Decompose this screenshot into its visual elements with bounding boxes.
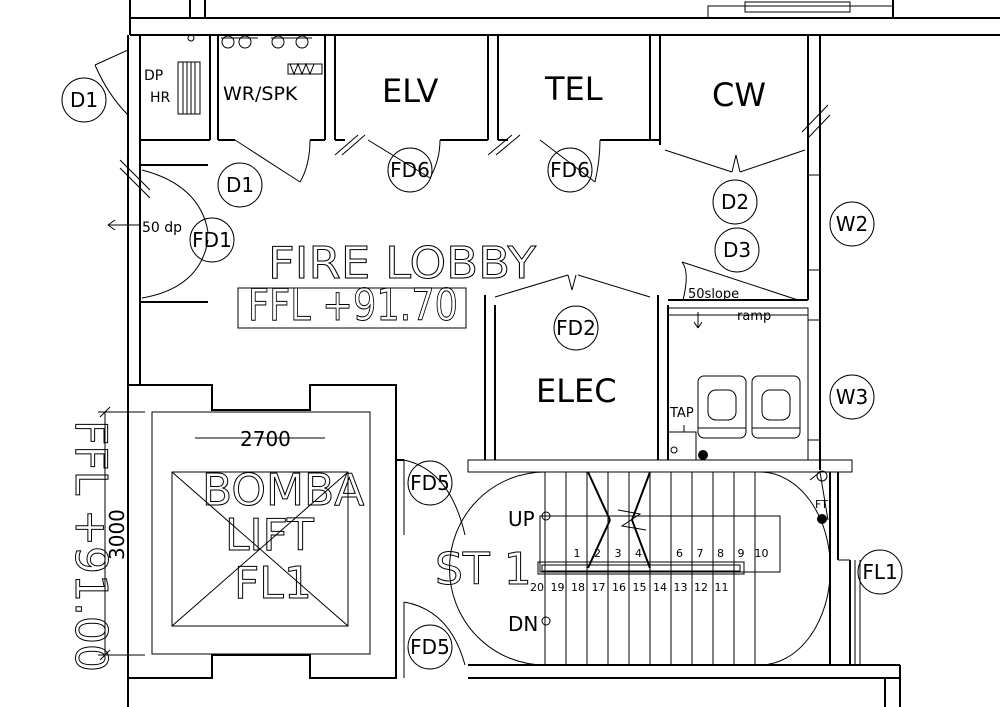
ramp-note: ramp	[737, 309, 771, 324]
wr-spk-label: WR/SPK	[223, 83, 298, 105]
lift-width-dim: 2700	[240, 427, 291, 451]
tag-circle-d1-top	[61, 77, 107, 123]
utility-room	[667, 307, 809, 461]
step-number: 12	[694, 581, 708, 594]
tel-room	[487, 35, 660, 183]
lift-name-line3: FL1	[234, 558, 312, 609]
ffl-box	[237, 287, 467, 329]
tag-fd5-bottom: FD5	[410, 635, 450, 659]
tag-circle-w2	[829, 201, 875, 247]
elec-label: ELEC	[536, 372, 617, 410]
lift-depth-dim: 3000	[105, 509, 129, 560]
tag-fd5-top: FD5	[410, 471, 450, 495]
tag-d1-lobby: D1	[226, 173, 254, 197]
tag-circle-fl1	[857, 549, 903, 595]
top-walls	[129, 0, 1000, 36]
step-number: 8	[717, 547, 724, 560]
tag-w3: W3	[836, 385, 869, 409]
wr-spk-room	[218, 35, 326, 183]
hr-label: HR	[150, 90, 171, 106]
step-number: 1	[574, 547, 581, 560]
step-number: 16	[612, 581, 626, 594]
step-number: 6	[676, 547, 683, 560]
tag-circle-w3	[829, 374, 875, 420]
cw-label: CW	[712, 76, 766, 114]
step-number: 15	[633, 581, 647, 594]
step-number: 20	[530, 581, 544, 594]
tag-w2: W2	[836, 212, 869, 236]
step-number: 2	[594, 547, 601, 560]
stair-dn-label: DN	[508, 612, 538, 636]
tag-fd6-elv: FD6	[390, 158, 430, 182]
tag-circle-d1-lobby	[217, 162, 263, 208]
step-number: 11	[715, 581, 729, 594]
tag-fd6-tel: FD6	[550, 158, 590, 182]
tag-fd2: FD2	[556, 316, 596, 340]
tag-d2: D2	[721, 190, 749, 214]
step-number: 13	[674, 581, 688, 594]
stair-up-label: UP	[508, 507, 535, 531]
tag-fd1: FD1	[192, 228, 232, 252]
tag-circle-fd1	[189, 217, 235, 263]
step-number: 18	[571, 581, 585, 594]
step-number: 17	[592, 581, 606, 594]
elec-room	[484, 274, 669, 460]
tag-circle-fd6-elv	[387, 147, 433, 193]
elv-label: ELV	[382, 72, 439, 110]
fd5-doors	[396, 459, 466, 678]
step-number: 7	[697, 547, 704, 560]
lift-name-line1: BOMBA	[202, 465, 364, 516]
tag-circle-d2	[712, 179, 758, 225]
tag-circle-fd2	[553, 305, 599, 351]
tel-label: TEL	[544, 70, 603, 108]
elv-room	[334, 35, 489, 179]
d3-door	[668, 261, 808, 301]
tag-fl1: FL1	[862, 560, 897, 584]
tag-circle-fd5-bottom	[407, 624, 453, 670]
step-number: 10	[755, 547, 769, 560]
stair-label: ST 1	[435, 544, 532, 595]
dp-label: DP	[144, 68, 163, 84]
ffl-label: FFL +91.70	[248, 280, 458, 331]
left-wall	[119, 35, 151, 707]
dp-50-note: 50 dp	[142, 220, 182, 236]
tag-circle-fd6-tel	[547, 147, 593, 193]
tag-circle-fd5-top	[407, 460, 453, 506]
fire-lobby-label: FIRE LOBBY	[268, 238, 536, 289]
lift-name-line2: LIFT	[225, 510, 314, 561]
tag-circle-d3	[714, 227, 760, 273]
step-number: 4	[635, 547, 642, 560]
tap-label: TAP	[669, 406, 694, 421]
cw-room	[659, 35, 831, 470]
step-number: 14	[653, 581, 667, 594]
margin-ffl-text: FFL +91.00	[65, 420, 116, 672]
fd1-door	[107, 164, 209, 303]
step-number: 3	[615, 547, 622, 560]
slope-note: 50slope	[688, 287, 739, 302]
step-number: 9	[738, 547, 745, 560]
dp-hr-room	[94, 34, 219, 141]
tag-d3: D3	[723, 238, 751, 262]
ft-label: FT	[815, 498, 828, 511]
tag-d1-top: D1	[70, 88, 98, 112]
step-number: 19	[551, 581, 565, 594]
lift-shaft	[98, 384, 397, 679]
